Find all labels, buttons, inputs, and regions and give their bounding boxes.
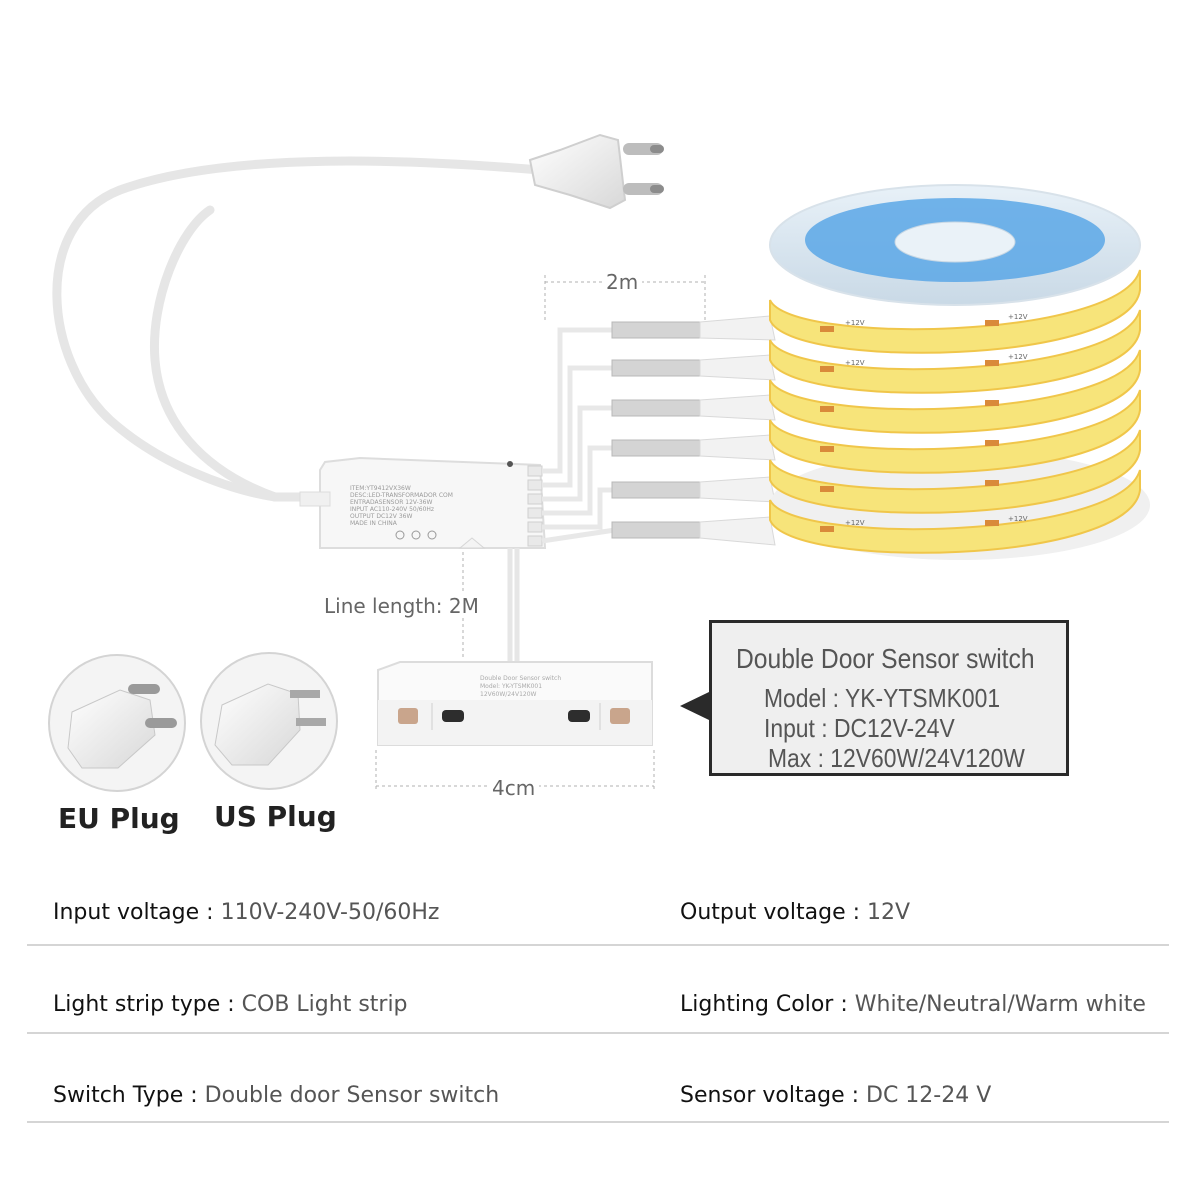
output-wires bbox=[541, 327, 616, 544]
spec-light-strip-type: Light strip type : COB Light strip bbox=[53, 992, 408, 1017]
us-plug-thumbnail bbox=[200, 652, 338, 790]
cable-strain-relief bbox=[458, 537, 486, 549]
spec-value: DC 12-24 V bbox=[866, 1083, 992, 1108]
svg-text:ITEM:YT9412VX36W: ITEM:YT9412VX36W bbox=[350, 485, 411, 492]
cable-length-label: 2m bbox=[602, 270, 643, 294]
sensor-switch: Double Door Sensor switch Model: YK-YTSM… bbox=[377, 661, 653, 746]
spec-value: White/Neutral/Warm white bbox=[854, 992, 1146, 1017]
svg-text:MADE IN CHINA: MADE IN CHINA bbox=[350, 520, 398, 527]
eu-plug-thumbnail bbox=[48, 654, 186, 792]
strip-marking: +12V bbox=[1008, 515, 1028, 523]
line-length-label: Line length: 2M bbox=[320, 594, 483, 618]
us-plug-label: US Plug bbox=[214, 800, 337, 833]
spec-label: Input voltage bbox=[53, 900, 200, 925]
sensor-cable bbox=[507, 548, 520, 665]
svg-text:ENTRADASENSOR 12V-36W: ENTRADASENSOR 12V-36W bbox=[350, 499, 432, 506]
strip-marking: +12V bbox=[845, 359, 865, 367]
spec-sensor-voltage: Sensor voltage : DC 12-24 V bbox=[680, 1083, 992, 1108]
callout-input: Input : DC12V-24V bbox=[764, 713, 955, 743]
spec-value: Double door Sensor switch bbox=[204, 1083, 500, 1108]
divider bbox=[27, 1032, 1169, 1034]
spec-switch-type: Switch Type : Double door Sensor switch bbox=[53, 1083, 500, 1108]
wiring-diagram: ITEM:YT9412VX36W DESC:LED-TRANSFORMADOR … bbox=[48, 133, 1150, 792]
spec-label: Light strip type bbox=[53, 992, 221, 1017]
spec-label: Output voltage bbox=[680, 900, 846, 925]
controller-box: ITEM:YT9412VX36W DESC:LED-TRANSFORMADOR … bbox=[299, 456, 547, 549]
spec-input-voltage: Input voltage : 110V-240V-50/60Hz bbox=[53, 900, 440, 925]
callout-title: Double Door Sensor switch bbox=[736, 643, 1035, 674]
svg-text:DESC:LED-TRANSFORMADOR COM: DESC:LED-TRANSFORMADOR COM bbox=[350, 492, 453, 499]
svg-text:Model: YK-YTSMK001: Model: YK-YTSMK001 bbox=[480, 683, 542, 690]
eu-plug-illustration bbox=[528, 133, 664, 210]
spec-value: 12V bbox=[867, 900, 911, 925]
spec-label: Sensor voltage bbox=[680, 1083, 845, 1108]
spec-lighting-color: Lighting Color : White/Neutral/Warm whit… bbox=[680, 992, 1146, 1017]
spec-value: 110V-240V-50/60Hz bbox=[220, 900, 440, 925]
svg-text:Double Door Sensor switch: Double Door Sensor switch bbox=[480, 675, 561, 682]
spec-label: Lighting Color bbox=[680, 992, 834, 1017]
strip-marking: +12V bbox=[845, 519, 865, 527]
callout-model: Model : YK-YTSMK001 bbox=[764, 683, 1001, 713]
callout-max: Max : 12V60W/24V120W bbox=[768, 743, 1025, 773]
svg-text:OUTPUT DC12V 36W: OUTPUT DC12V 36W bbox=[350, 513, 412, 520]
eu-plug-label: EU Plug bbox=[58, 802, 180, 835]
strip-marking: +12V bbox=[1008, 353, 1028, 361]
sensor-width-label: 4cm bbox=[488, 776, 540, 800]
divider bbox=[27, 944, 1169, 946]
spec-output-voltage: Output voltage : 12V bbox=[680, 900, 911, 925]
svg-text:INPUT AC110-240V 50/60Hz: INPUT AC110-240V 50/60Hz bbox=[350, 506, 434, 513]
spec-value: COB Light strip bbox=[241, 992, 408, 1017]
power-cord bbox=[52, 156, 545, 502]
strip-marking: +12V bbox=[1008, 313, 1028, 321]
svg-text:12V60W/24V120W: 12V60W/24V120W bbox=[480, 691, 537, 698]
strip-marking: +12V bbox=[845, 319, 865, 327]
wire-connectors bbox=[611, 315, 776, 546]
led-strip-reels: +12V +12V +12V +12V +12V +12V bbox=[769, 184, 1150, 560]
sensor-label-callout: Double Door Sensor switch Model : YK-YTS… bbox=[709, 620, 1069, 776]
spec-label: Switch Type bbox=[53, 1083, 184, 1108]
divider bbox=[27, 1121, 1169, 1123]
callout-pointer bbox=[680, 692, 709, 720]
